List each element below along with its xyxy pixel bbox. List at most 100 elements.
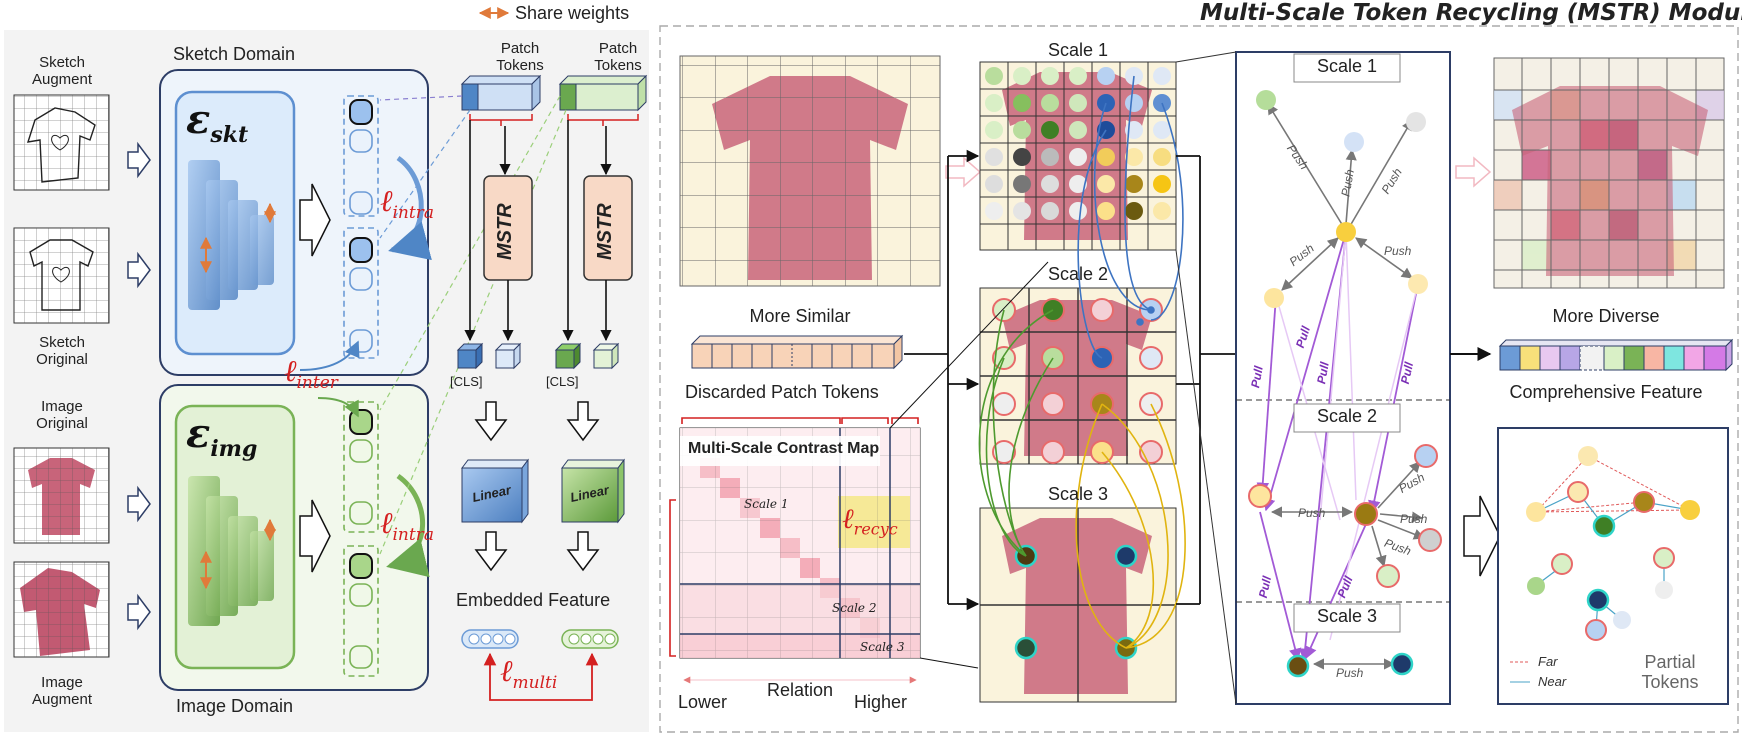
image-original-thumb xyxy=(13,447,110,544)
panel-scale2-box xyxy=(1293,403,1401,433)
contrast-map-brackets xyxy=(669,417,919,657)
push-label-10: Push xyxy=(1336,666,1364,680)
contrast-scale2-label: Scale 2 xyxy=(832,601,877,615)
green-relation-curves xyxy=(978,309,1054,557)
sketch-token-bracket xyxy=(469,114,533,126)
recyc-loss: ℓrecyc xyxy=(842,502,898,539)
embedded-feature-label: Embedded Feature xyxy=(456,590,611,610)
image-encoder-out-arrow xyxy=(299,499,331,573)
contrast-map-pointer-2 xyxy=(919,657,979,669)
mstr-label-sketch: MSTR xyxy=(494,203,516,260)
contrast-scale3-label: Scale 3 xyxy=(860,640,905,654)
sketch-original-thumb xyxy=(13,227,110,324)
panel-scale3-box xyxy=(1293,603,1401,633)
image-domain-label: Image Domain xyxy=(176,696,294,716)
scale1-grid xyxy=(979,61,1177,251)
mstr-label-image: MSTR xyxy=(594,203,616,260)
discarded-tokens-bar xyxy=(690,334,904,370)
sketch-augment-thumb xyxy=(13,94,110,191)
sketch-encoder-symbol: εskt xyxy=(186,96,249,148)
scales-to-right xyxy=(1176,155,1236,605)
faded-right-arrow xyxy=(945,156,982,188)
scale2-grid xyxy=(979,287,1177,465)
contrast-map-pointer xyxy=(889,261,1049,429)
contrast-map-title: Multi-Scale Contrast Map xyxy=(688,440,880,457)
linear-block-image xyxy=(561,458,625,524)
image-encoder-symbol: εimg xyxy=(186,410,258,462)
grid-scale3-label: Scale 3 xyxy=(1047,484,1109,504)
image-token-bracket xyxy=(567,114,639,126)
intra-loss-image: ℓintra xyxy=(380,506,434,545)
discarded-to-scales xyxy=(904,149,980,611)
intra-arrow-image xyxy=(386,473,430,578)
push-label-5: Push xyxy=(1384,244,1412,258)
down-hollow-arrows xyxy=(474,401,600,572)
sketch-encoder-layers xyxy=(188,160,276,310)
patch-cube-image xyxy=(592,342,620,370)
sketch-token-column xyxy=(343,95,379,359)
push-label-8: Push xyxy=(1400,512,1428,526)
scale1-token-dots xyxy=(985,67,1171,220)
panel-scale1-label: Scale 1 xyxy=(1316,56,1378,76)
sketch-encoder-out-arrow xyxy=(299,183,331,257)
grid-scale1-label: Scale 1 xyxy=(1047,40,1109,60)
mstr-module-border xyxy=(659,25,1739,733)
more-similar-label: More Similar xyxy=(749,306,851,326)
contrast-map xyxy=(679,427,921,659)
contrast-scale1-label: Scale 1 xyxy=(744,497,789,511)
cls-label-image: [CLS] xyxy=(546,374,579,389)
image-augment-thumb xyxy=(13,561,110,658)
grid-scale2-label: Scale 2 xyxy=(1047,264,1109,284)
comprehensive-feature-bar xyxy=(1498,338,1734,372)
blue-relation-curves xyxy=(1077,75,1184,359)
input-shirt-grid xyxy=(679,55,941,287)
multi-loss: ℓmulti xyxy=(500,654,558,693)
inter-loss: ℓinter xyxy=(284,354,338,393)
multi-loss-connector xyxy=(483,652,599,701)
far-legend-label: Far xyxy=(1538,654,1558,669)
sketch-patch-tokens xyxy=(460,74,542,112)
cls-cube-sketch xyxy=(456,342,484,370)
scale3-grid xyxy=(979,507,1177,703)
inter-arrow-image xyxy=(317,397,359,418)
intra-loss-sketch: ℓintra xyxy=(380,184,434,223)
panel-scale2-label: Scale 2 xyxy=(1316,406,1378,426)
linear-block-sketch xyxy=(461,458,529,524)
cls-cube-image xyxy=(554,342,582,370)
near-legend-label: Near xyxy=(1538,674,1567,689)
flow-arrows xyxy=(464,120,612,342)
far-lines xyxy=(1535,455,1691,513)
image-encoder-layers xyxy=(188,476,276,626)
comprehensive-feature-label: Comprehensive Feature xyxy=(1509,382,1703,402)
embedded-feature-sketch xyxy=(461,629,519,649)
faded-arrow-right xyxy=(1455,156,1492,188)
more-diverse-label: More Diverse xyxy=(1552,306,1660,326)
patch-cube-sketch xyxy=(494,342,522,370)
intra-arrow-sketch xyxy=(388,155,432,261)
lower-label: Lower xyxy=(678,692,728,712)
relation-panel xyxy=(1235,51,1451,705)
panel-scale3-label: Scale 3 xyxy=(1316,606,1378,626)
discarded-patch-tokens-label: Discarded Patch Tokens xyxy=(685,382,879,402)
embedded-feature-image xyxy=(561,629,619,649)
inter-arrow xyxy=(299,340,360,371)
relation-nodes xyxy=(1248,90,1442,678)
push-arrows xyxy=(1267,103,1426,670)
share-weights-label: Share weights xyxy=(515,3,630,23)
relation-label: Relation xyxy=(766,680,834,700)
sketch-domain-label: Sketch Domain xyxy=(173,44,296,64)
yellow-relation-curves xyxy=(1075,403,1186,649)
input-arrows xyxy=(127,141,151,631)
image-patch-tokens xyxy=(558,74,648,112)
partial-tokens-panel xyxy=(1497,427,1729,705)
cls-label-sketch: [CLS] xyxy=(450,374,483,389)
image-token-column xyxy=(343,401,379,677)
